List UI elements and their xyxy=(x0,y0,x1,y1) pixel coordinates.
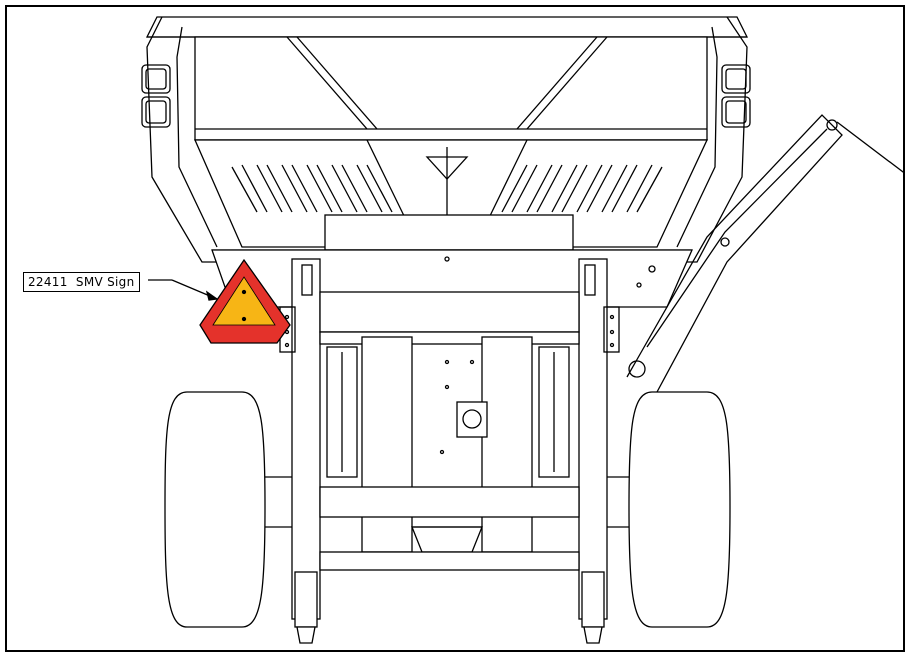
auger-boom xyxy=(626,114,903,393)
left-wheel xyxy=(164,391,292,628)
vent-slots-left xyxy=(231,164,393,213)
trailer-rear-view-drawing xyxy=(141,16,903,644)
right-side-arm xyxy=(672,16,751,263)
callout-arrowhead xyxy=(205,290,219,301)
main-frame xyxy=(279,258,620,644)
smv-sign xyxy=(199,258,291,344)
hopper xyxy=(145,16,749,248)
left-side-arm xyxy=(141,16,222,263)
vent-slots-right xyxy=(501,164,663,213)
right-wheel xyxy=(607,391,731,628)
callout-part-number: 22411 xyxy=(28,275,68,289)
drawing-frame: 22411 SMV Sign xyxy=(5,5,905,652)
callout-part-name: SMV Sign xyxy=(75,275,135,289)
smv-sign-callout: 22411 SMV Sign xyxy=(23,272,140,292)
